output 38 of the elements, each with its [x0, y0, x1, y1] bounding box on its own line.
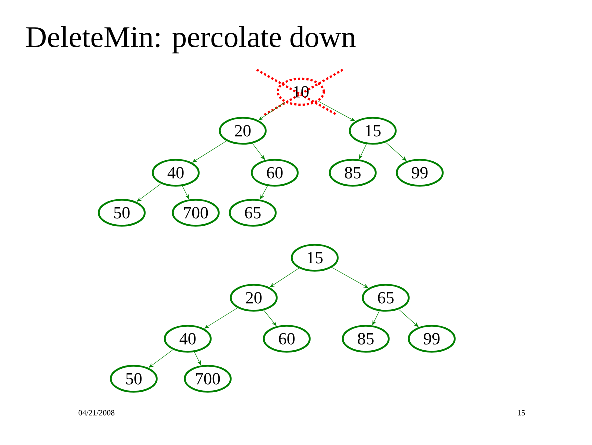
tree-node: 15 — [349, 117, 397, 145]
tree-node: 40 — [164, 325, 212, 353]
tree-node: 700 — [172, 199, 220, 227]
arrow — [252, 143, 266, 160]
arrow — [372, 311, 380, 326]
tree-node: 60 — [251, 159, 299, 187]
tree-node: 50 — [110, 365, 158, 393]
arrow — [398, 309, 419, 328]
tree-node: 40 — [152, 159, 200, 187]
arrow — [359, 144, 367, 160]
arrow — [260, 186, 268, 200]
tree-node: 99 — [396, 159, 444, 187]
tree-node: 65 — [229, 199, 277, 227]
arrow — [258, 102, 286, 120]
arrow — [332, 267, 368, 288]
arrow — [318, 101, 356, 122]
tree-node: 15 — [291, 244, 339, 272]
arrow — [137, 184, 162, 202]
slide-title: DeleteMin: percolate down — [26, 26, 356, 54]
tree-node: 700 — [184, 365, 232, 393]
arrow — [194, 352, 202, 366]
tree-node: 60 — [263, 325, 311, 353]
arrow — [182, 186, 190, 200]
arrow — [192, 140, 227, 163]
page-number: 15 — [518, 410, 526, 416]
arrow — [264, 310, 277, 326]
tree-node: 20 — [230, 284, 278, 312]
tree-node: 20 — [219, 117, 267, 145]
arrow — [270, 268, 300, 288]
arrow — [204, 308, 238, 329]
arrow — [149, 350, 174, 368]
tree-node: 99 — [408, 325, 456, 353]
tree-node: 85 — [329, 159, 377, 187]
tree-node: 85 — [342, 325, 390, 353]
tree-node: 50 — [98, 199, 146, 227]
date-label: 04/21/2008 — [78, 410, 115, 416]
tree-node: 65 — [362, 284, 410, 312]
arrow — [386, 142, 407, 162]
